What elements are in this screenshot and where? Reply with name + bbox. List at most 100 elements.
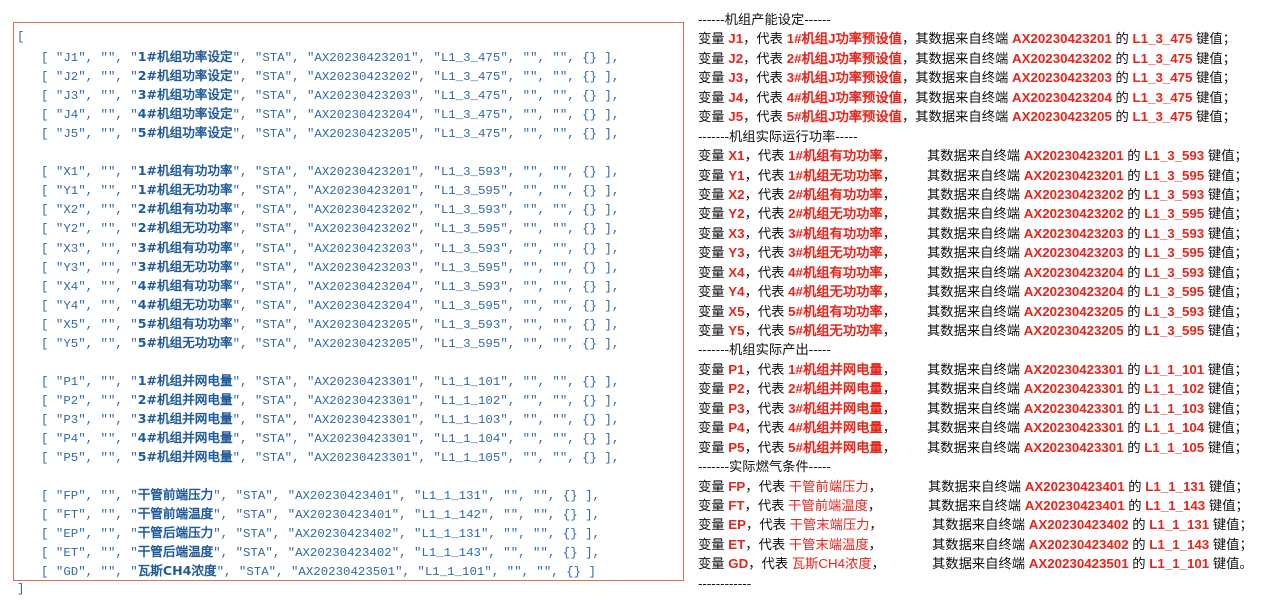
variable-name: J3 [728, 70, 744, 86]
code-panel: [[ "J1", "", "1#机组功率设定", "STA", "AX20230… [13, 22, 684, 596]
text-of: 的 [1128, 556, 1150, 572]
text-suffix: 键值； [1204, 420, 1248, 436]
variable-name: Y5 [728, 323, 745, 338]
code-cell: AX20230423401 [295, 508, 392, 523]
text-suffix: 键值； [1192, 89, 1237, 105]
code-cell: AX20230423301 [314, 374, 412, 389]
variable-description-row: 变量 FT，代表 干管前端温度，其数据来自终端 AX20230423401 的 … [698, 496, 1253, 515]
text-source: 其数据来自终端 [927, 303, 1024, 319]
variable-name: FP [728, 478, 746, 494]
text-of: 的 [1123, 303, 1145, 319]
text-prefix: 变量 [698, 225, 729, 241]
code-row: [ "X1", "", "1#机组有功功率", "STA", "AX202304… [41, 163, 620, 180]
variable-description-row: 变量 X4，代表 4#机组有功功率，其数据来自终端 AX20230423204 … [698, 263, 1253, 282]
text-source: 其数据来自终端 [932, 517, 1029, 533]
code-cell: STA [262, 279, 285, 294]
code-cell: EP [63, 527, 79, 542]
variable-name: P3 [728, 400, 745, 416]
terminal-id: AX20230423204 [1023, 284, 1124, 300]
code-row: [ "X5", "", "5#机组有功功率", "STA", "AX202304… [41, 315, 620, 332]
code-cell: X2 [63, 203, 79, 218]
description-lead: 变量 FP，代表 干管前端压力， [698, 478, 882, 494]
variable-description-row: 变量 Y5，代表 5#机组无功功率，其数据来自终端 AX20230423205 … [698, 321, 1253, 340]
code-row: [ "X4", "", "4#机组有功功率", "STA", "AX202304… [41, 277, 620, 294]
code-cell: L1_3_595 [440, 260, 501, 275]
code-cell: J3 [63, 89, 79, 104]
code-cell: X4 [63, 279, 79, 294]
code-cell: AX20230423202 [314, 203, 412, 218]
terminal-id: AX20230423204 [1023, 264, 1124, 280]
code-cell: STA [262, 298, 285, 313]
description-lead: 变量 Y1，代表 1#机组无功功率， [698, 167, 897, 183]
terminal-id: AX20230423202 [1023, 206, 1124, 222]
code-cell-label: 4#机组并网电量 [137, 429, 233, 445]
text-of: 的 [1123, 420, 1145, 436]
code-cell: AX20230423205 [314, 127, 412, 142]
key-name: L1_3_475 [1132, 89, 1193, 105]
code-cell: P3 [63, 412, 79, 427]
variable-name: X3 [728, 225, 745, 241]
variable-name: P1 [728, 361, 745, 377]
variable-name: X5 [728, 303, 745, 319]
text-of: 的 [1123, 167, 1145, 183]
description-lead: 变量 X5，代表 5#机组有功功率， [698, 303, 897, 319]
code-cell: STA [262, 108, 285, 123]
code-cell: STA [246, 565, 269, 580]
key-name: L1_3_475 [1132, 70, 1193, 86]
code-cell: AX20230423201 [314, 184, 412, 199]
code-cell: L1_3_593 [440, 279, 501, 294]
text-source: 其数据来自终端 [932, 536, 1029, 552]
text-prefix: 变量 [698, 148, 729, 164]
text-source: 其数据来自终端 [927, 400, 1024, 416]
text-of: 的 [1111, 70, 1133, 86]
code-cell: STA [262, 336, 285, 351]
code-cell: STA [262, 374, 285, 389]
variable-meaning: 1#机组有功功率 [788, 148, 883, 164]
text-source: 其数据来自终端 [928, 478, 1025, 494]
key-name: L1_1_101 [1144, 361, 1205, 377]
text-mid: ，代表 [745, 478, 789, 494]
text-of: 的 [1123, 361, 1145, 377]
code-cell: STA [262, 203, 285, 218]
variable-name: FT [728, 497, 745, 513]
text-prefix: 变量 [698, 31, 729, 47]
text-mid: ，代表 [745, 536, 789, 552]
variable-description-row: 变量 FP，代表 干管前端压力，其数据来自终端 AX20230423401 的 … [698, 477, 1253, 496]
variable-name: GD [728, 556, 749, 572]
blank-line [17, 142, 619, 161]
variable-name: Y2 [728, 206, 745, 222]
code-cell: L1_1_101 [424, 565, 485, 580]
description-lead: 变量 Y4，代表 4#机组无功功率， [698, 284, 897, 300]
code-cell: ET [63, 546, 79, 561]
code-cell: L1_3_475 [440, 51, 501, 66]
code-cell: STA [262, 127, 285, 142]
text-mid: ，代表 [743, 70, 787, 86]
code-cell-label: 1#机组有功功率 [137, 163, 233, 179]
description-lead: 变量 J4，代表 4#机组J功率预设值， [698, 89, 916, 105]
code-cell: AX20230423205 [314, 317, 412, 332]
text-prefix: 变量 [698, 420, 729, 436]
key-name: L1_3_593 [1144, 148, 1205, 164]
code-cell: P5 [63, 451, 79, 466]
text-mid: ，代表 [744, 245, 789, 261]
code-cell: L1_3_475 [440, 127, 501, 142]
terminal-id: AX20230423204 [1012, 89, 1112, 105]
code-cell: STA [262, 241, 285, 256]
variable-description-row: 变量 EP，代表 干管末端压力，其数据来自终端 AX20230423402 的 … [698, 515, 1253, 534]
description-lead: 变量 P1，代表 1#机组并网电量， [698, 361, 897, 377]
terminal-id: AX20230423205 [1012, 109, 1112, 125]
variable-meaning: 1#机组并网电量 [788, 361, 883, 377]
text-source: 其数据来自终端 [927, 420, 1024, 436]
terminal-id: AX20230423301 [1023, 381, 1124, 397]
variable-name: EP [728, 517, 747, 533]
code-cell: AX20230423301 [314, 451, 412, 466]
description-lead: 变量 X2，代表 2#机组有功功率， [698, 186, 897, 202]
description-lead: 变量 Y2，代表 2#机组无功功率， [698, 206, 897, 222]
text-suffix: 键值； [1204, 225, 1248, 241]
text-suffix: 键值； [1204, 303, 1248, 319]
code-row: [ "Y4", "", "4#机组无功功率", "STA", "AX202304… [41, 296, 620, 313]
variable-description-row: 变量 J5，代表 5#机组J功率预设值，其数据来自终端 AX2023042320… [698, 107, 1253, 126]
text-source: 其数据来自终端 [915, 89, 1013, 105]
terminal-id: AX20230423301 [1023, 400, 1124, 416]
code-cell: STA [243, 546, 266, 561]
